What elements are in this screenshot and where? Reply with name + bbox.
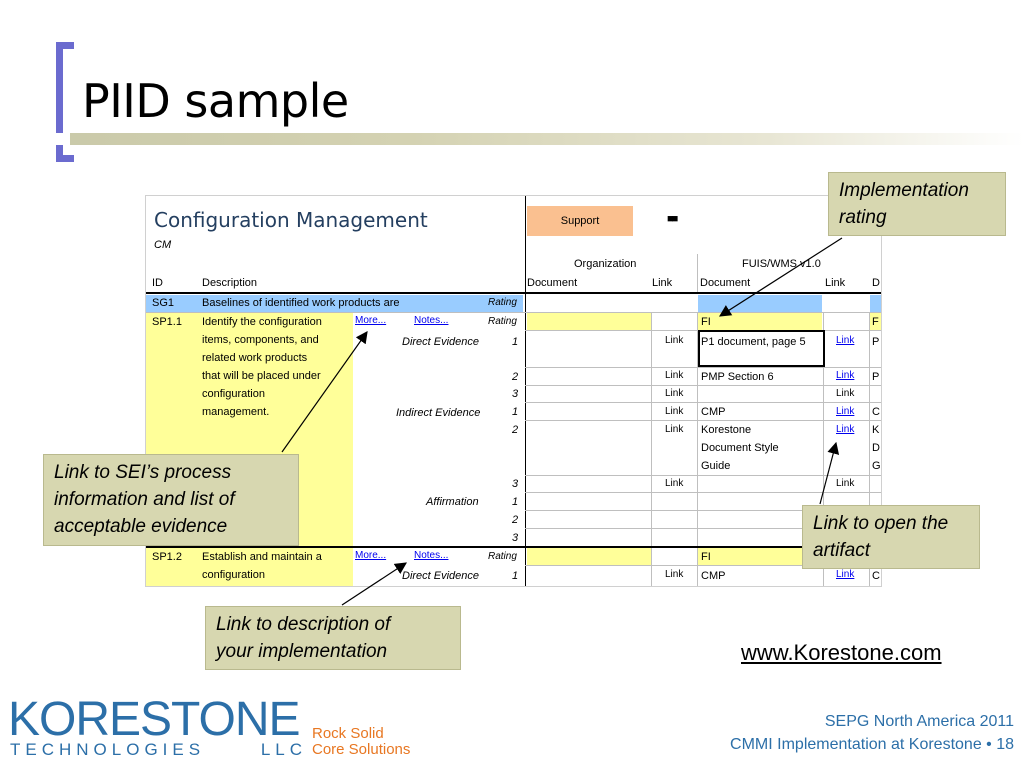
callout-open-artifact: Link to open the artifact: [802, 505, 980, 569]
sg1-rating-label: Rating: [488, 297, 517, 308]
af-row1-num: 1: [512, 496, 519, 508]
col-header-description: Description: [202, 277, 258, 289]
sp12-proj-rating: FI: [701, 551, 711, 563]
ie-row2-num: 2: [512, 424, 519, 436]
de-row2-proj-document: PMP Section 6: [701, 371, 774, 383]
col-header-org-document: Document: [527, 277, 578, 289]
footer-conference: SEPG North America 2011: [824, 713, 1014, 730]
ie-row1-num: 1: [512, 406, 519, 418]
ie-row3-org-link[interactable]: Link: [665, 478, 684, 489]
sp12-notes-link[interactable]: Notes...: [414, 550, 449, 561]
ie-row2-d-line2: D: [872, 442, 880, 454]
callout-description-link: Link to description of your implementati…: [205, 606, 461, 670]
sp11-desc-line1: Identify the configuration: [202, 316, 322, 328]
de-row2-d: P: [872, 371, 880, 383]
de-row1-org-link[interactable]: Link: [665, 335, 684, 346]
col-header-organization: Organization: [574, 258, 637, 270]
ie-row2-d-line1: K: [872, 424, 880, 436]
sp12-de-row1-proj-link[interactable]: Link: [836, 569, 855, 580]
indirect-evidence-label: Indirect Evidence: [396, 407, 481, 419]
ie-row2-proj-doc-line2: Document Style: [701, 442, 779, 454]
af-row2-num: 2: [512, 514, 519, 526]
de-row2-proj-link[interactable]: Link: [836, 370, 855, 381]
de-row1-proj-link[interactable]: Link: [836, 335, 855, 346]
sp12-de-row1-d: C: [872, 570, 880, 582]
sp12-id: SP1.2: [152, 551, 182, 563]
callout-implementation-rating: Implementation rating: [828, 172, 1006, 236]
de-row1-proj-document: P1 document, page 5: [701, 336, 806, 348]
ie-row2-proj-link[interactable]: Link: [836, 424, 855, 435]
sp11-notes-link[interactable]: Notes...: [414, 315, 449, 326]
direct-evidence-label: Direct Evidence: [402, 336, 480, 348]
col-header-org-link: Link: [652, 277, 673, 289]
col-header-proj-document: Document: [700, 277, 751, 289]
sp11-desc-line6: management.: [202, 406, 270, 418]
sp11-desc-line4: that will be placed under: [202, 370, 321, 382]
sp12-desc-line1: Establish and maintain a: [202, 551, 322, 563]
ie-row3-proj-link[interactable]: Link: [836, 478, 855, 489]
col-header-d: D: [872, 277, 880, 289]
de-row1-num: 1: [512, 336, 519, 348]
ie-row1-proj-link[interactable]: Link: [836, 406, 855, 417]
sp12-rating-label: Rating: [488, 551, 517, 562]
support-button[interactable]: Support: [527, 206, 633, 236]
ie-row2-d-line3: G: [872, 460, 881, 472]
slide-title: PIID sample: [82, 74, 349, 128]
sheet-title: Configuration Management: [154, 208, 428, 232]
sg1-description: Baselines of identified work products ar…: [202, 297, 400, 309]
logo-tagline: Rock Solid Core Solutions: [312, 725, 411, 758]
squares-glyph: ■■: [667, 213, 678, 225]
sp12-more-link[interactable]: More...: [355, 550, 387, 561]
korestone-logo: KORESTONE: [8, 693, 301, 746]
sp11-d-rating: F: [872, 316, 879, 328]
de-row2-num: 2: [512, 371, 519, 383]
col-header-proj-link: Link: [825, 277, 846, 289]
callout-sei-link: Link to SEI’s process information and li…: [43, 454, 299, 546]
sp11-desc-line3: related work products: [202, 352, 308, 364]
footer-page: CMMI Implementation at Korestone • 18: [730, 736, 1014, 753]
de-row3-org-link[interactable]: Link: [665, 388, 684, 399]
sp11-id: SP1.1: [152, 316, 182, 328]
sp11-desc-line2: items, components, and: [202, 334, 319, 346]
col-header-id: ID: [152, 277, 163, 289]
sp12-de-row1-num: 1: [512, 570, 519, 582]
de-row3-proj-link[interactable]: Link: [836, 388, 855, 399]
ie-row1-d: C: [872, 406, 880, 418]
logo-technologies: TECHNOLOGIES LLC: [10, 740, 308, 759]
sp12-de-row1-org-link[interactable]: Link: [665, 569, 684, 580]
korestone-url[interactable]: www.Korestone.com: [741, 640, 942, 665]
ie-row3-num: 3: [512, 478, 519, 490]
col-header-project: FUIS/WMS v1.0: [742, 258, 821, 270]
title-bracket: [56, 42, 74, 162]
slide-footer: SEPG North America 2011 CMMI Implementat…: [730, 710, 1014, 756]
af-row3-num: 3: [512, 532, 519, 544]
selected-cell: [698, 330, 825, 367]
sp11-desc-line5: configuration: [202, 388, 265, 400]
ie-row1-proj-document: CMP: [701, 406, 726, 418]
affirmation-label: Affirmation: [426, 496, 479, 508]
ie-row1-org-link[interactable]: Link: [665, 406, 684, 417]
de-row3-num: 3: [512, 388, 519, 400]
sp11-proj-rating: FI: [701, 316, 711, 328]
sp12-direct-evidence-label: Direct Evidence: [402, 570, 480, 582]
de-row2-org-link[interactable]: Link: [665, 370, 684, 381]
de-row1-d: P: [872, 336, 880, 348]
sheet-subtitle: CM: [154, 239, 172, 251]
ie-row2-proj-doc-line3: Guide: [701, 460, 731, 472]
sp11-more-link[interactable]: More...: [355, 315, 387, 326]
sp12-de-row1-proj-document: CMP: [701, 570, 726, 582]
sp12-desc-line2: configuration: [202, 569, 265, 581]
ie-row2-org-link[interactable]: Link: [665, 424, 684, 435]
title-rule: [0, 133, 1024, 145]
sp11-rating-label: Rating: [488, 316, 517, 327]
sg1-id: SG1: [152, 297, 175, 309]
ie-row2-proj-doc-line1: Korestone: [701, 424, 752, 436]
